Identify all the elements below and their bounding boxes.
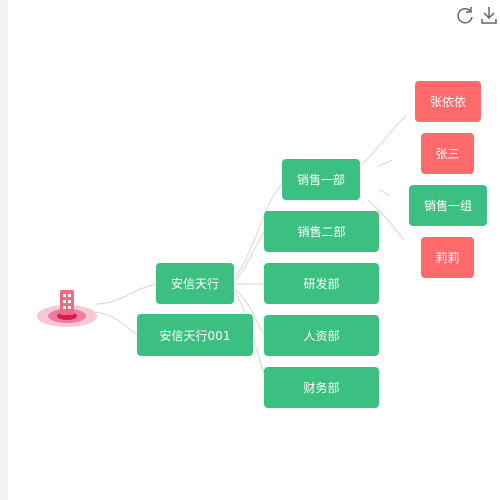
building-icon [37,290,97,327]
node-sales1-group1[interactable]: 销售一组 [409,185,487,226]
node-anxin001[interactable]: 安信天行001 [137,314,253,356]
node-finance[interactable]: 财务部 [264,367,379,408]
link-sales1-lili [367,199,405,241]
link-sales1-group1 [379,189,391,197]
node-hr[interactable]: 人资部 [264,315,379,356]
node-sales2[interactable]: 销售二部 [264,211,379,252]
download-icon[interactable] [478,4,500,26]
root-node[interactable] [32,286,102,334]
link-sales1-zhangsan [377,159,393,167]
link-root-anxin [95,283,157,305]
node-zhangsan[interactable]: 张三 [421,133,474,174]
link-anxin-sales2 [235,231,265,281]
node-zhangyiyi[interactable]: 张依依 [415,81,481,122]
link-anxin-sales1 [235,183,283,277]
link-sales1-zhangyiyi [361,115,407,165]
node-lili[interactable]: 莉莉 [421,237,474,278]
left-panel-edge [0,0,8,500]
refresh-icon[interactable] [454,4,476,26]
link-root-anxin001 [95,311,138,336]
link-anxin-hr [235,289,265,335]
node-sales1[interactable]: 销售一部 [282,159,360,200]
toolbar [452,4,500,28]
node-anxin[interactable]: 安信天行 [156,263,234,304]
node-rnd[interactable]: 研发部 [264,263,379,304]
